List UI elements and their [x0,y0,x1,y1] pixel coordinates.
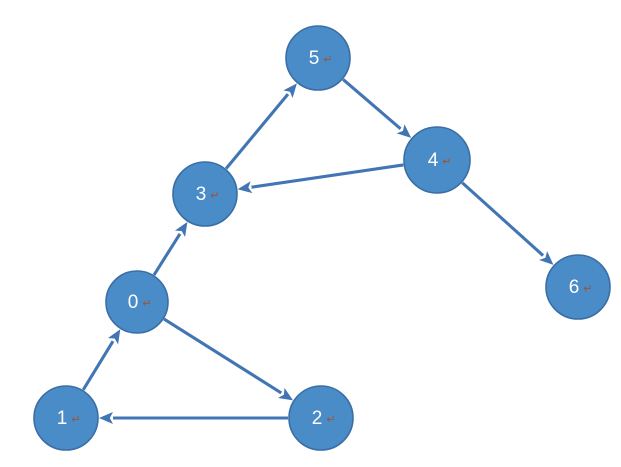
graph-node-2[interactable]: 2↵ [288,385,354,451]
node-circle[interactable] [545,254,611,320]
carriage-return-icon: ↵ [210,190,219,202]
edge-4-to-3[interactable] [237,163,404,194]
carriage-return-icon: ↵ [442,156,451,168]
arrow-head-icon [396,124,412,138]
node-circle[interactable] [285,25,351,91]
graph-node-0[interactable]: 0↵ [105,270,169,334]
carriage-return-icon: ↵ [142,298,151,310]
edge-4-to-6[interactable] [461,181,554,265]
node-label: 0 [128,292,139,313]
graph-node-5[interactable]: 5↵ [285,25,351,91]
carriage-return-icon: ↵ [71,414,80,426]
node-circle[interactable] [288,385,354,451]
edge-3-to-5[interactable] [224,83,297,170]
arrow-head-icon [278,387,294,401]
node-circle[interactable] [172,161,238,227]
arrow-head-icon [99,412,113,424]
arrow-head-icon [539,251,554,265]
node-label: 2 [312,408,323,429]
edge-line [224,93,290,170]
edge-line [81,340,115,391]
edge-0-to-2[interactable] [163,317,294,401]
node-label: 3 [196,184,207,205]
edge-0-to-3[interactable] [152,221,188,276]
carriage-return-icon: ↵ [583,283,592,295]
graph-node-4[interactable]: 4↵ [403,126,471,194]
edge-line [461,181,545,257]
edge-2-to-1[interactable] [99,412,288,424]
edge-line [152,232,182,276]
node-circle[interactable] [105,270,169,334]
edge-line [251,163,404,189]
node-label: 4 [428,150,439,171]
graph-node-6[interactable]: 6↵ [545,254,611,320]
edge-line [342,78,402,130]
arrow-head-icon [107,329,121,345]
arrow-head-icon [283,83,297,98]
nodes-layer: 0↵1↵2↵3↵4↵5↵6↵ [33,25,611,451]
node-circle[interactable] [403,126,471,194]
node-label: 6 [569,277,580,298]
edge-1-to-0[interactable] [81,329,121,391]
graph-node-1[interactable]: 1↵ [33,385,99,451]
arrow-head-icon [237,181,253,194]
edge-5-to-4[interactable] [342,78,412,138]
edge-line [163,317,283,395]
node-label: 1 [57,408,68,429]
carriage-return-icon: ↵ [323,54,332,66]
graph-node-3[interactable]: 3↵ [172,161,238,227]
arrow-head-icon [174,221,188,237]
carriage-return-icon: ↵ [326,414,335,426]
edges-layer [81,78,554,424]
node-circle[interactable] [33,385,99,451]
node-label: 5 [309,48,320,69]
